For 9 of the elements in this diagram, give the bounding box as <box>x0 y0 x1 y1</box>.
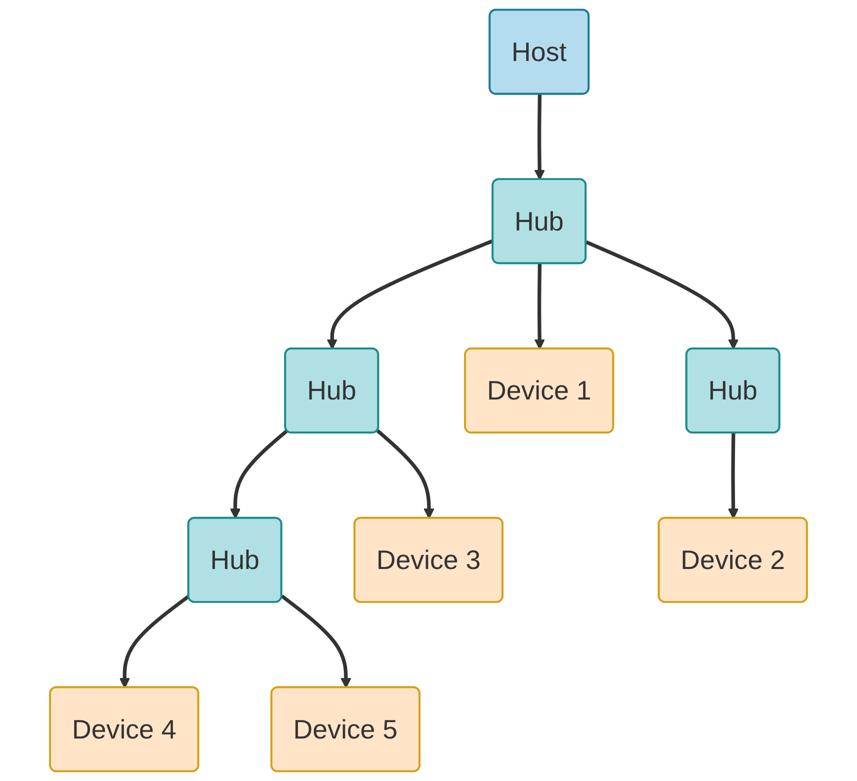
arrow <box>728 433 739 519</box>
arrow <box>280 594 352 688</box>
arrow <box>586 240 739 350</box>
arrow <box>376 429 434 519</box>
arrow <box>326 239 494 350</box>
arrow <box>534 94 545 180</box>
arrow <box>230 429 288 519</box>
arrow <box>119 594 190 688</box>
arrow <box>534 264 545 350</box>
